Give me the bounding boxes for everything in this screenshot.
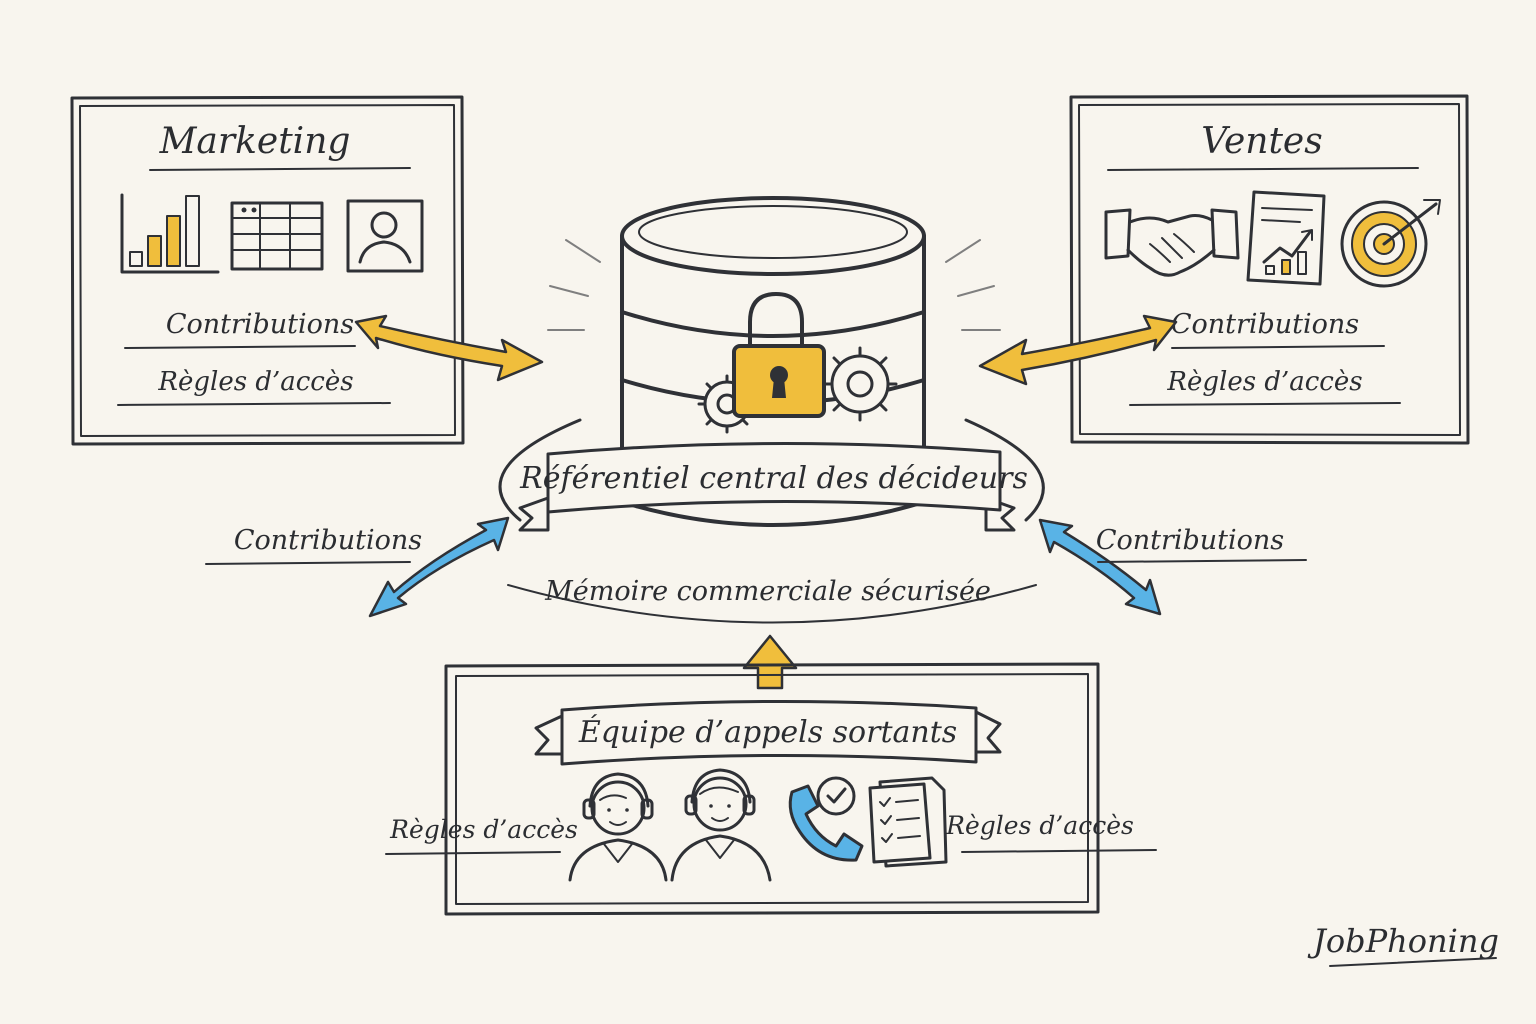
outbound-banner: Équipe d’appels sortants <box>534 699 1002 766</box>
arrow-marketing-bidirectional <box>354 314 544 382</box>
marketing-access-label: Règles d’accès <box>157 367 353 397</box>
arrow-up-outbound <box>742 634 798 690</box>
profile-icon <box>346 199 424 273</box>
target-icon <box>1340 199 1441 288</box>
headset-agent-icon <box>670 768 772 882</box>
outbound-panel: Équipe d’appels sortants <box>385 662 1157 916</box>
arrow-sales-bidirectional <box>978 314 1178 386</box>
marketing-panel: Marketing Contributions Règles d’accès <box>70 95 465 446</box>
padlock-icon <box>732 292 826 418</box>
arrow-right-blue-bidirectional <box>1038 518 1162 616</box>
phone-icon <box>788 776 864 862</box>
left-contributions-label: Contributions <box>234 525 422 556</box>
marketing-title: Marketing <box>159 121 351 162</box>
sales-panel: Ventes Contributio <box>1069 94 1470 445</box>
report-chart-icon <box>1246 190 1326 286</box>
outbound-title: Équipe d’appels sortants <box>578 714 957 750</box>
marketing-contributions-label: Contributions <box>166 309 354 340</box>
central-banner: Référentiel central des décideurs <box>518 441 1028 532</box>
right-contributions-label: Contributions <box>1096 525 1284 556</box>
bar-chart-icon <box>120 193 220 274</box>
orbit-ring-lower <box>507 584 1037 624</box>
sales-contributions-label: Contributions <box>1171 309 1359 340</box>
sales-title: Ventes <box>1201 121 1322 162</box>
sales-access-label: Règles d’accès <box>1166 367 1362 397</box>
outbound-access-left: Règles d’accès <box>389 815 578 844</box>
checklist-icon <box>868 776 948 868</box>
headset-agent-icon <box>568 772 668 882</box>
spreadsheet-icon <box>230 201 324 271</box>
brand-logo: JobPhoning <box>1307 922 1499 967</box>
brand-name: JobPhoning <box>1307 922 1499 960</box>
outbound-access-right: Règles d’accès <box>945 811 1134 840</box>
handshake-icon <box>1104 208 1240 277</box>
orbit-ring <box>498 418 1045 522</box>
arrow-left-blue-bidirectional <box>368 516 510 618</box>
central-subtitle: Mémoire commerciale sécurisée <box>544 576 991 607</box>
central-banner-title: Référentiel central des décideurs <box>519 461 1028 496</box>
